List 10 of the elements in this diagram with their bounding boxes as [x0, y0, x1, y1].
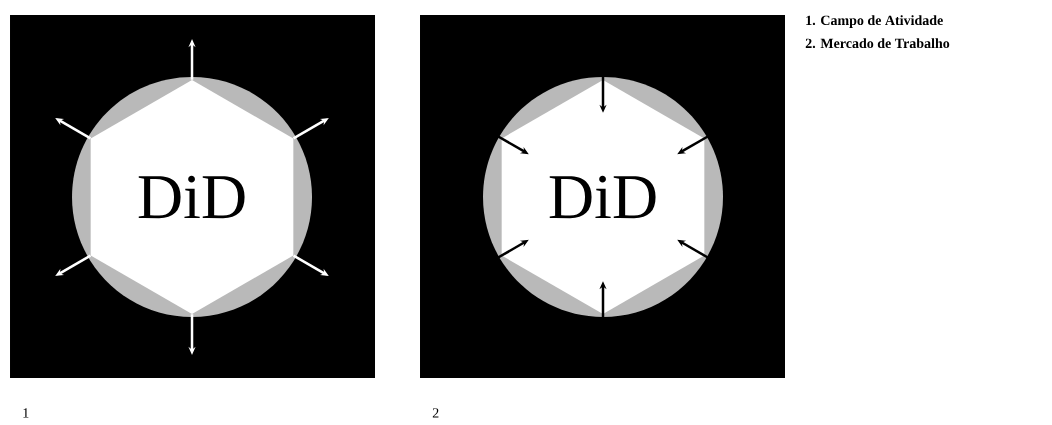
arrow	[292, 118, 329, 140]
panel-number: 2	[432, 408, 439, 418]
center-label: DiD	[549, 175, 656, 219]
arrow	[55, 254, 92, 276]
hexagon: DiD	[90, 80, 294, 314]
arrow	[292, 254, 329, 276]
panel-number: 1	[23, 408, 29, 418]
legend-text: 1. Campo de Atividade	[806, 15, 943, 28]
arrow	[55, 118, 92, 140]
legend-text: 2. Mercado de Trabalho	[805, 38, 950, 49]
